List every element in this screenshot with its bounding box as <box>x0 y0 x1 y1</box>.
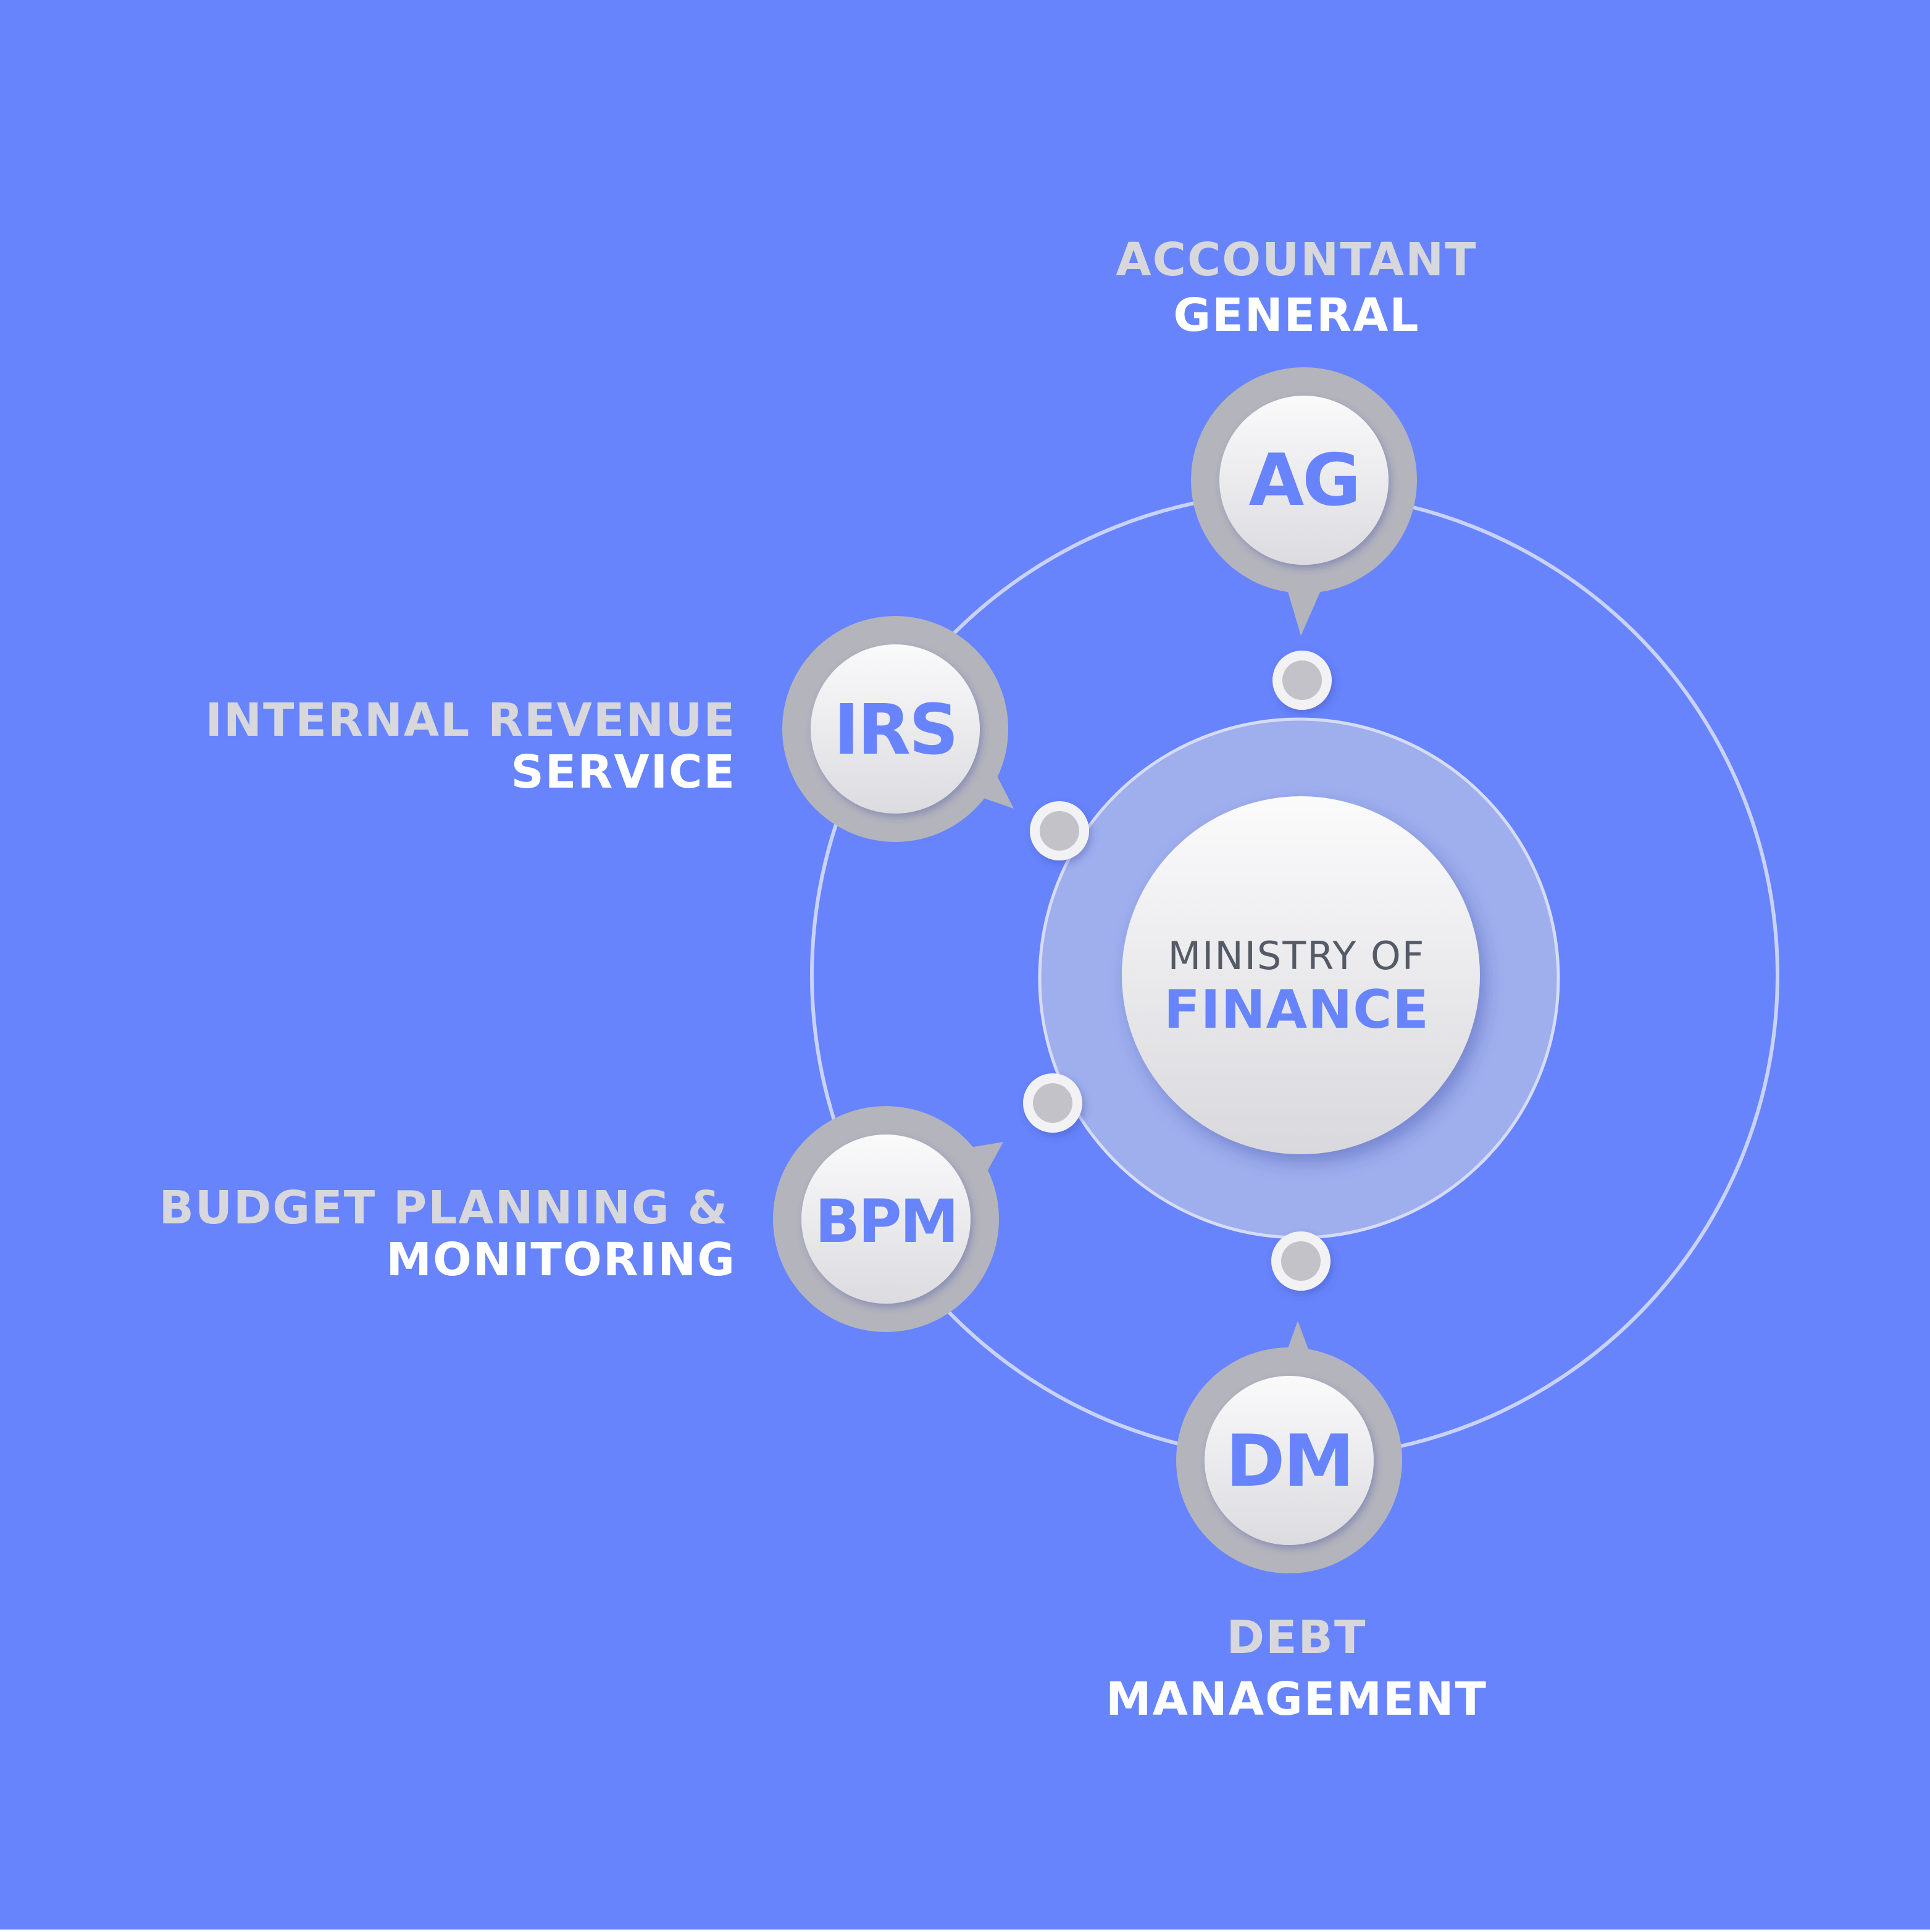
node-irs-abbr: IRS <box>833 690 957 770</box>
label-ag-line1: ACCOUNTANT <box>1116 233 1477 286</box>
pointer-ag <box>1287 589 1321 636</box>
center-title-line2: FINANCE <box>1164 979 1429 1041</box>
connector-dot-irs <box>1030 801 1089 860</box>
label-dm: DEBT MANAGEMENT <box>1106 1611 1487 1726</box>
node-dm: DM <box>1176 1321 1402 1573</box>
label-bpm-line2: MONITORING <box>386 1233 736 1286</box>
connector-dot-bpm <box>1023 1073 1082 1133</box>
center-title-line1: MINISTRY OF <box>1168 933 1426 978</box>
node-irs: IRS <box>782 616 1014 842</box>
node-ag-abbr: AG <box>1249 439 1360 522</box>
node-bpm-abbr: BPM <box>815 1187 957 1256</box>
label-ag: ACCOUNTANT GENERAL <box>1116 233 1477 342</box>
label-bpm: BUDGET PLANNING & MONITORING <box>159 1181 736 1286</box>
node-dm-abbr: DM <box>1226 1420 1353 1503</box>
label-irs: INTERNAL REVENUE SERVICE <box>205 694 737 799</box>
node-ag: AG <box>1191 367 1417 636</box>
label-irs-line1: INTERNAL REVENUE <box>205 694 736 747</box>
label-irs-line2: SERVICE <box>511 746 737 799</box>
center-node: MINISTRY OF FINANCE <box>1122 796 1480 1154</box>
node-bpm: BPM <box>773 1106 1003 1332</box>
label-ag-line2: GENERAL <box>1173 289 1419 342</box>
label-dm-line1: DEBT <box>1227 1611 1367 1664</box>
connector-dot-ag <box>1272 651 1332 710</box>
label-bpm-line1: BUDGET PLANNING & <box>159 1181 729 1235</box>
connector-dot-dm <box>1271 1231 1331 1291</box>
label-dm-line2: MANAGEMENT <box>1106 1673 1487 1726</box>
